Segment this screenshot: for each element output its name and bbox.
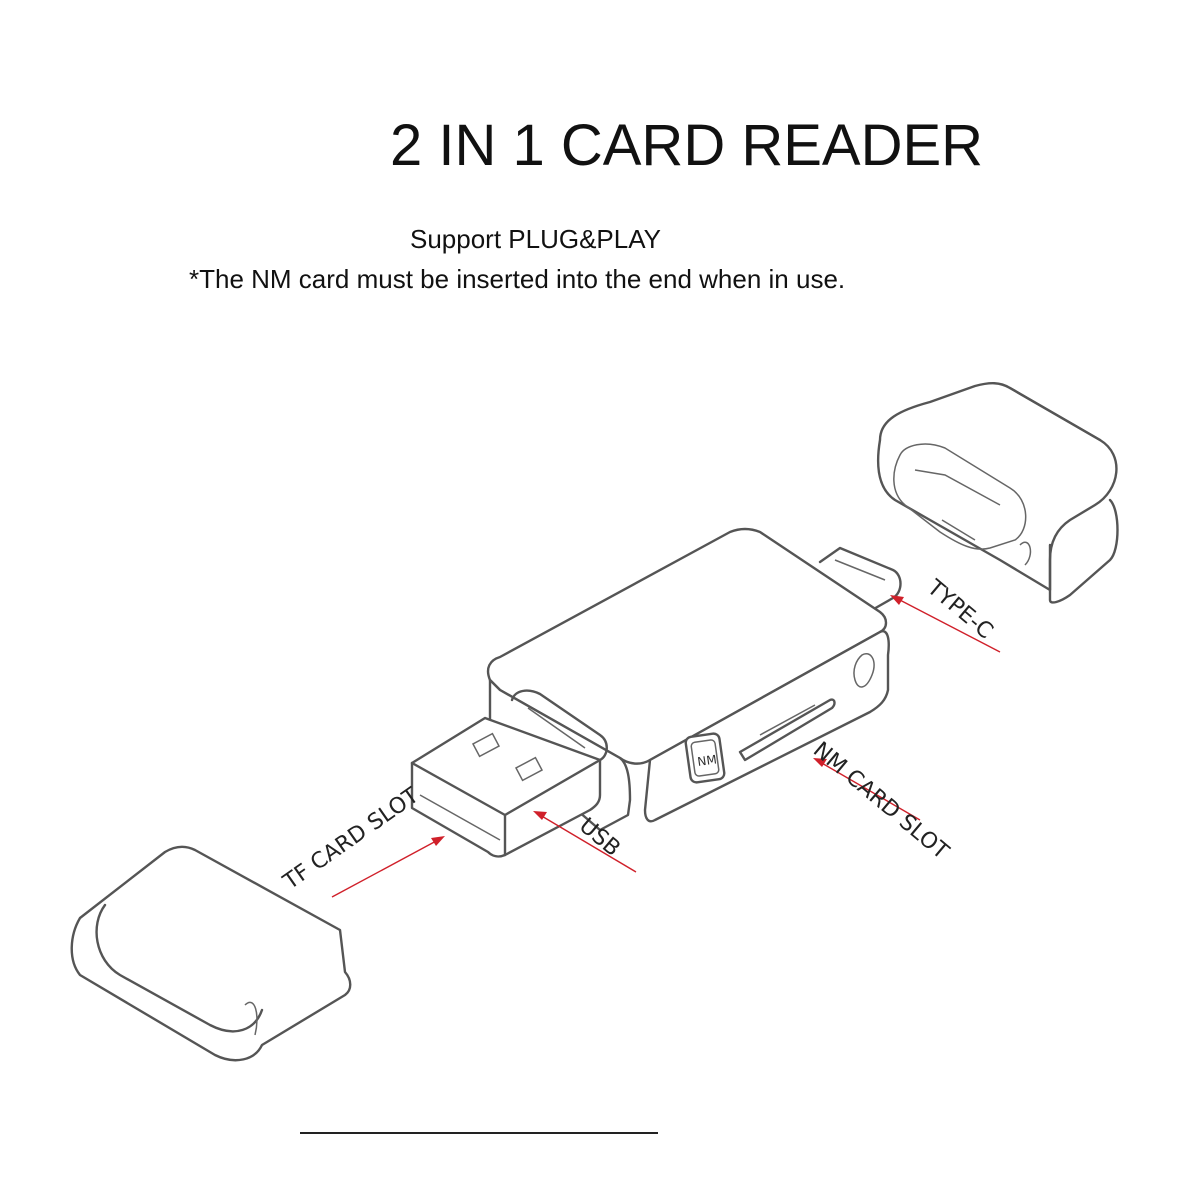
nm-badge-label: NM (697, 752, 718, 769)
usb-arrow (539, 814, 637, 873)
type-c-arrow (895, 597, 1001, 653)
subtitle: Support PLUG&PLAY (410, 224, 661, 254)
page-title-text: 2 IN 1 CARD READER (390, 113, 984, 178)
usage-note: *The NM card must be inserted into the e… (189, 264, 846, 294)
reader-body: NM (410, 527, 902, 858)
nm-slot-arrow (819, 761, 921, 821)
nm-card-slot-label: NM CARD SLOT (808, 737, 953, 865)
tf-slot-arrow (331, 839, 439, 898)
type-c-label: TYPE-C (921, 575, 997, 645)
callout-arrows (331, 595, 1001, 898)
usb-cap (70, 845, 352, 1062)
tf-card-slot-label: TF CARD SLOT (278, 783, 424, 896)
type-c-cap (876, 382, 1119, 604)
